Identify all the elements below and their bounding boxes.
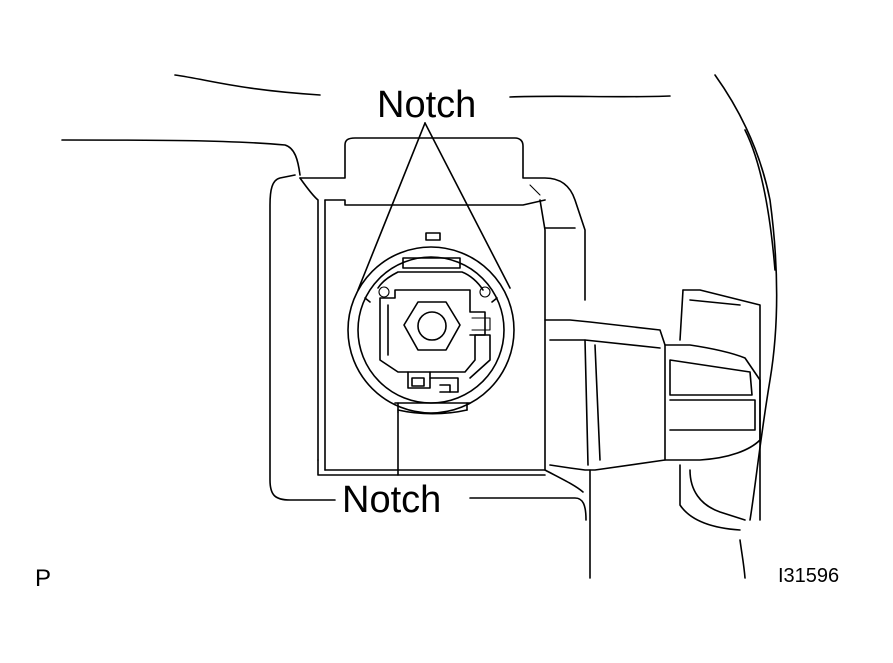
connector [544, 289, 761, 531]
switch-body [299, 137, 586, 493]
notch-label-bottom: Notch [342, 479, 441, 521]
figure-id: I31596 [778, 565, 839, 587]
page-letter: P [35, 565, 51, 592]
switch-rotor [347, 232, 515, 415]
notch-label-top: Notch [377, 84, 476, 126]
housing-outline [61, 74, 778, 579]
callout-leaders [357, 122, 511, 476]
